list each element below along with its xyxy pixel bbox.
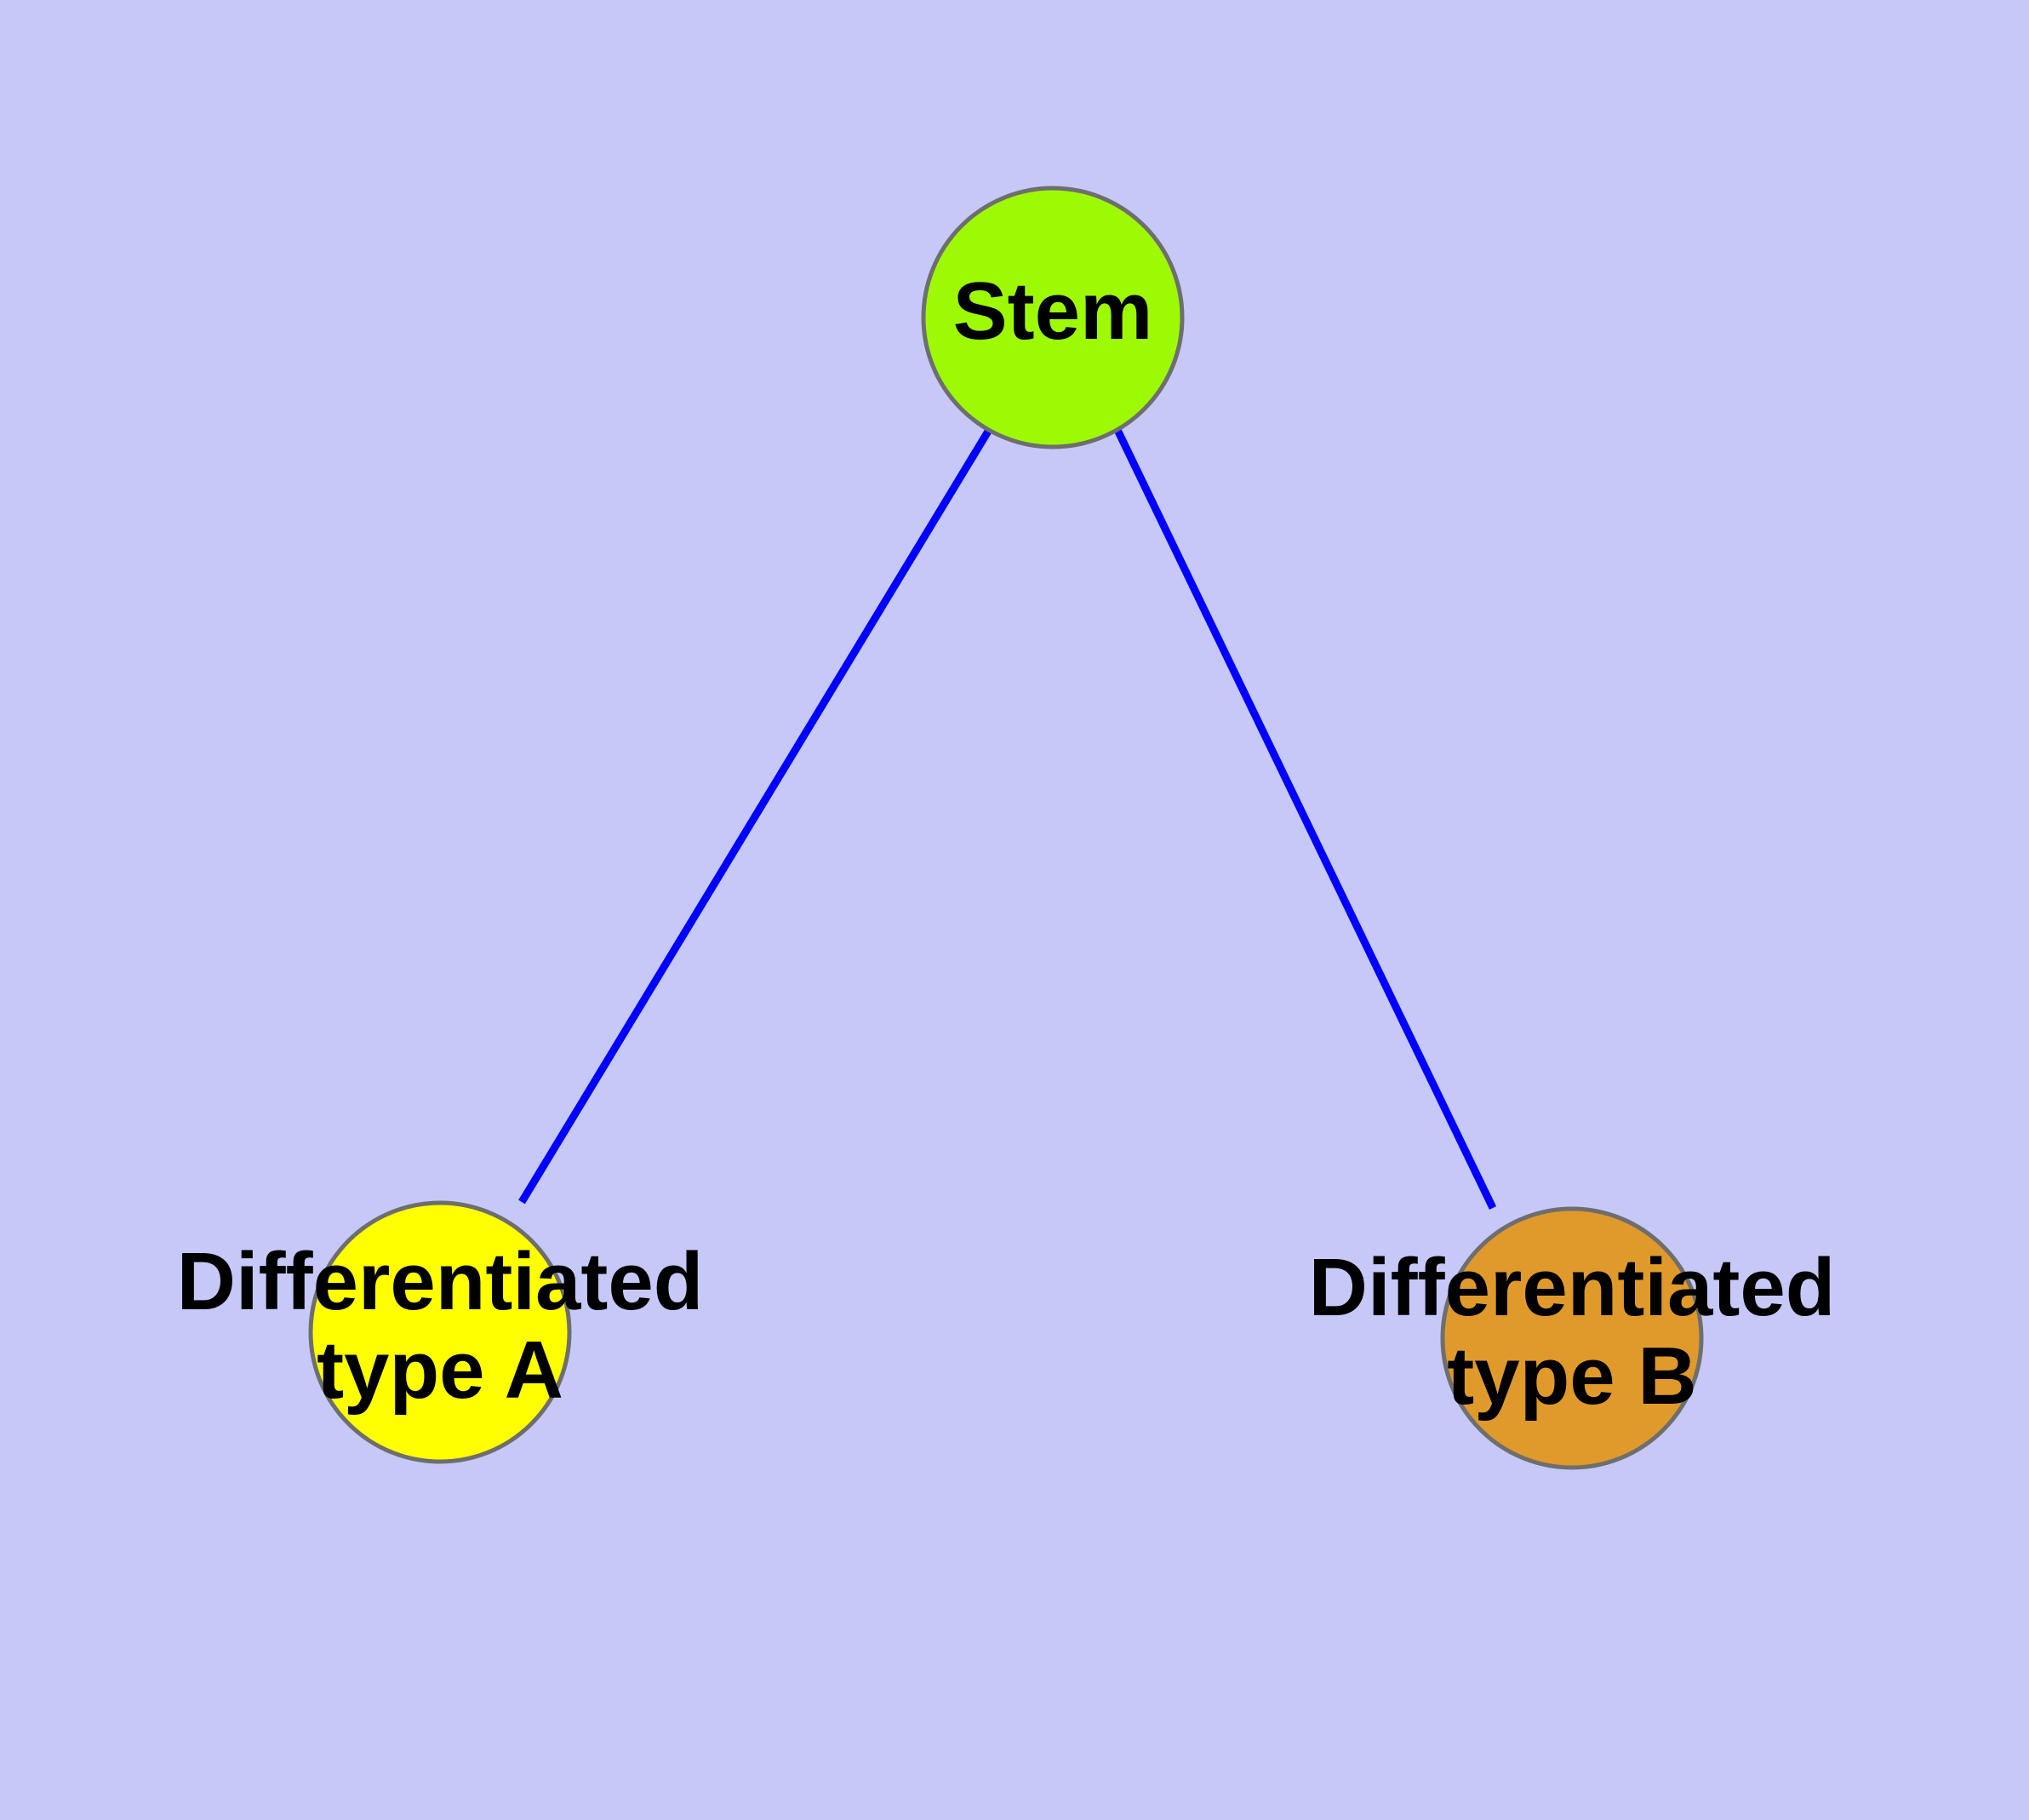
node-circle-differentiated-type-b[interactable] xyxy=(1440,1206,1704,1470)
node-stem[interactable] xyxy=(921,186,1185,449)
edge-stem-to-differentiated-type-b[interactable] xyxy=(1113,428,1497,1210)
node-label-line: type A xyxy=(317,1325,563,1416)
node-layer xyxy=(308,186,1704,1470)
node-label-line: Stem xyxy=(953,266,1153,357)
edge-stem-to-differentiated-type-a[interactable] xyxy=(518,427,992,1205)
node-label-line: type B xyxy=(1447,1331,1696,1422)
node-label-line: Differentiated xyxy=(177,1236,704,1327)
node-circle-differentiated-type-a[interactable] xyxy=(308,1200,572,1464)
node-differentiated-type-a[interactable] xyxy=(308,1200,572,1464)
node-circle-stem[interactable] xyxy=(921,186,1185,449)
node-label-stem: Stem xyxy=(953,266,1153,357)
node-differentiated-type-b[interactable] xyxy=(1440,1206,1704,1470)
node-label-line: Differentiated xyxy=(1309,1242,1836,1333)
edge-layer xyxy=(518,427,1497,1210)
